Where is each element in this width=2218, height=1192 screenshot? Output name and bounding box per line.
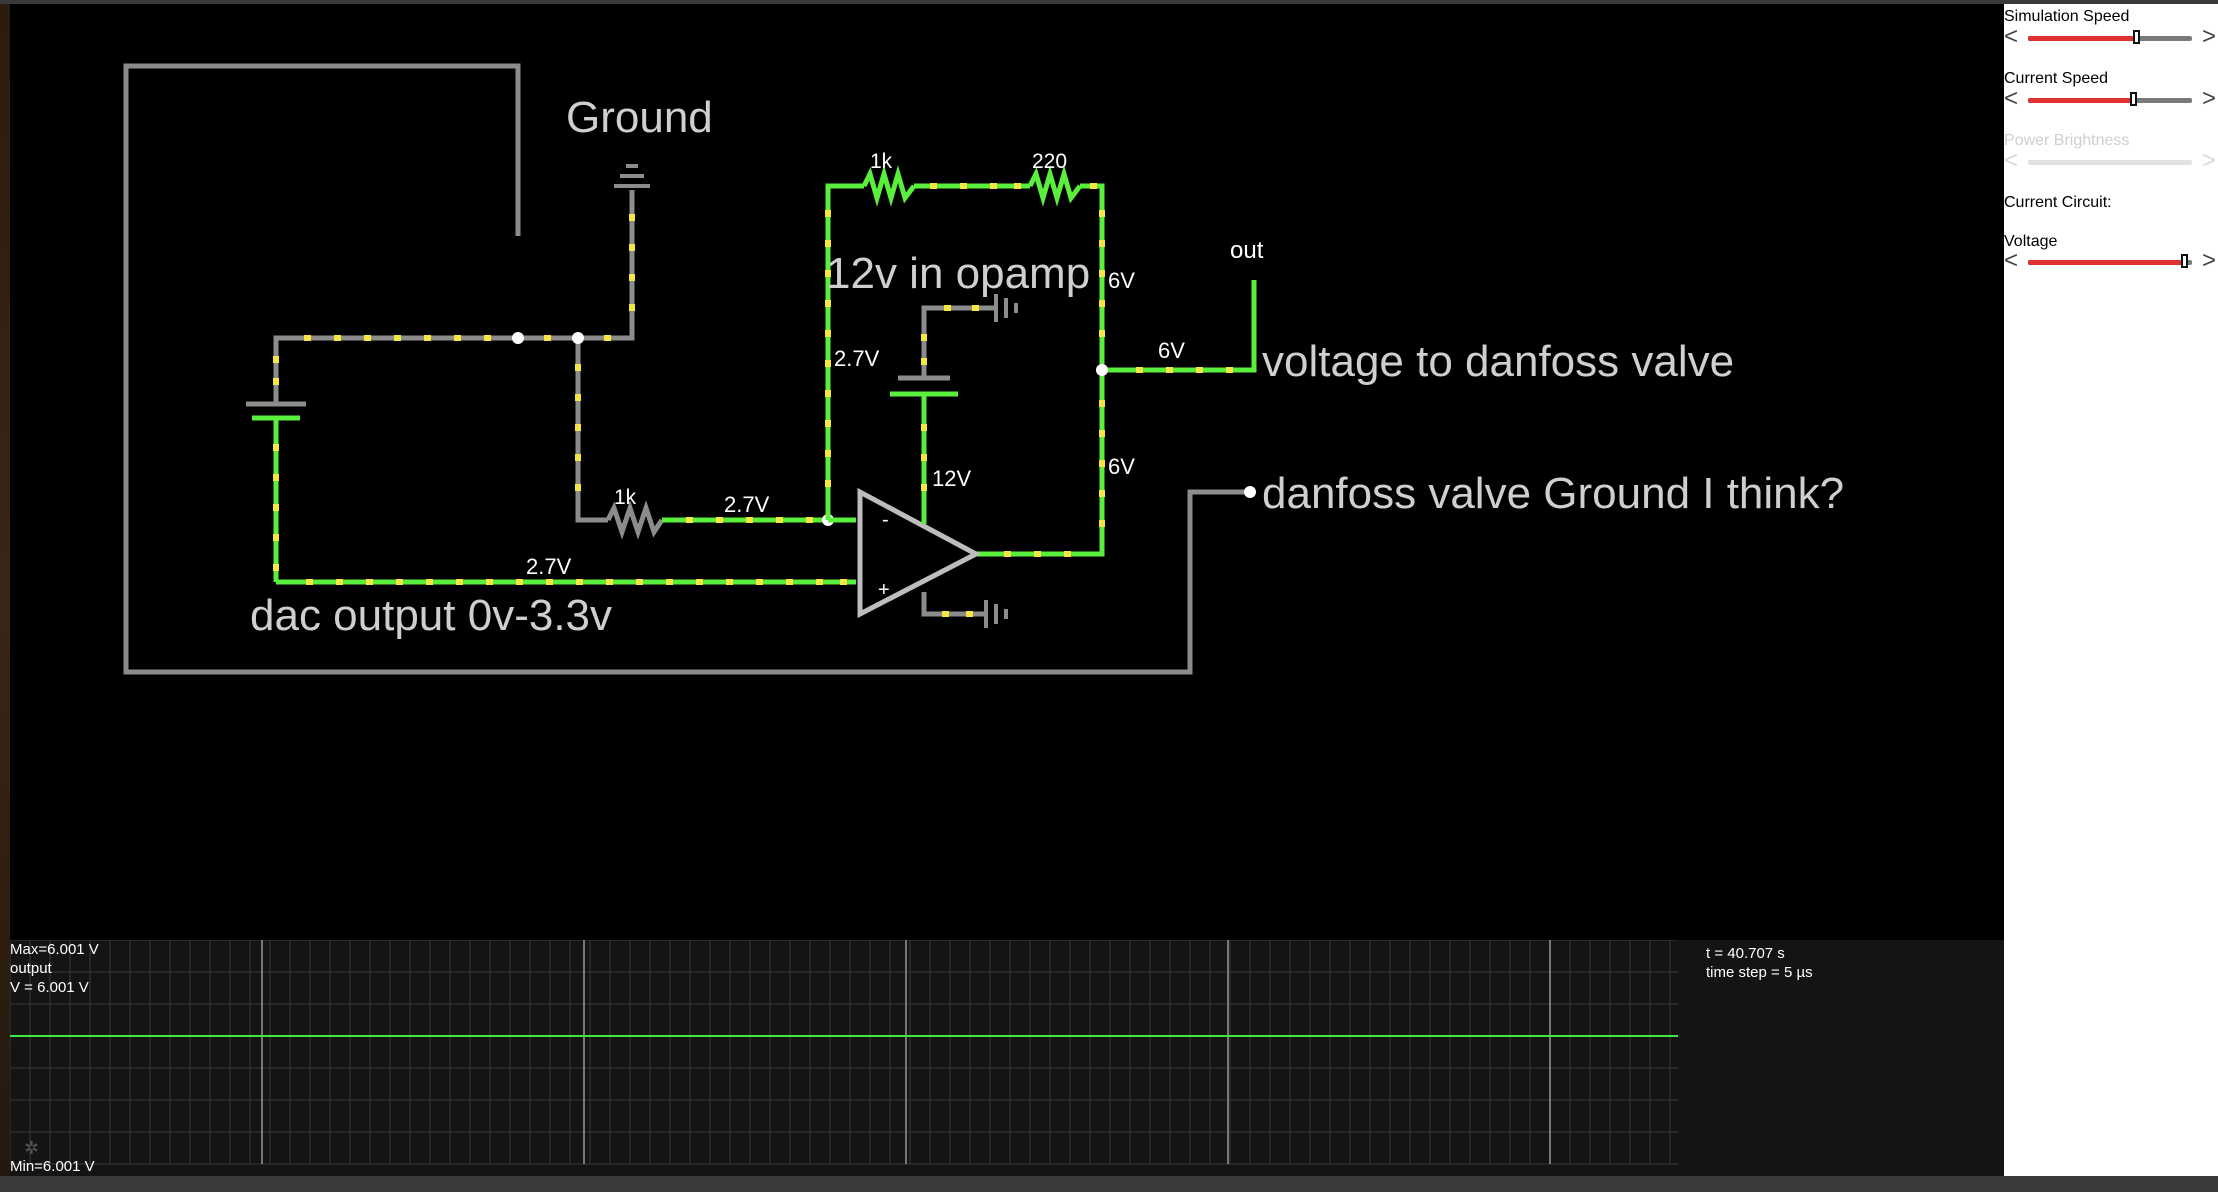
supply-12v-battery[interactable] — [890, 305, 996, 524]
scope-panel[interactable]: Max=6.001 V output V = 6.001 V Min=6.001… — [10, 940, 2004, 1176]
chevron-right-icon[interactable]: > — [2201, 85, 2216, 112]
side-panel: Simulation Speed < > Current Speed < > P… — [2004, 4, 2218, 1176]
ground-symbol-supply — [994, 294, 1018, 322]
gear-icon[interactable]: ✲ — [24, 1138, 40, 1158]
opamp-minus-label: - — [882, 509, 889, 531]
chevron-right-icon[interactable]: > — [2201, 23, 2216, 50]
chevron-left-icon[interactable]: < — [2004, 23, 2019, 50]
scope-grid — [10, 940, 1678, 1165]
top-edge — [0, 0, 2218, 4]
voltage-readout: 12V — [932, 466, 971, 491]
junction-node — [1096, 364, 1108, 376]
bottom-edge — [0, 1176, 2218, 1192]
chevron-left-icon[interactable]: < — [2004, 85, 2019, 112]
chevron-right-icon: > — [2201, 147, 2216, 174]
ground-label: Ground — [566, 93, 713, 142]
voltage-slider[interactable]: < > — [2004, 247, 2218, 274]
scope-min: Min=6.001 V — [10, 1158, 95, 1175]
valve-ground-label: danfoss valve Ground I think? — [1262, 469, 1844, 518]
out-label: out — [1230, 237, 1264, 264]
scope-time-step: time step = 5 µs — [1706, 964, 1813, 981]
dac-source-battery[interactable] — [246, 401, 306, 582]
current-circuit-label: Current Circuit: — [2004, 194, 2112, 211]
slider-thumb[interactable] — [2180, 254, 2188, 268]
circuit-diagram[interactable]: - + — [10, 4, 2004, 940]
window-edge — [0, 0, 10, 1192]
resistor-feedback-220[interactable] — [1027, 165, 1082, 207]
voltage-readout: 2.7V — [724, 492, 770, 517]
voltage-readout: 6V — [1108, 268, 1135, 293]
junction-node — [572, 332, 584, 344]
current-dots — [273, 183, 1233, 617]
resistor-value-label: 1k — [870, 150, 893, 173]
voltage-readout: 6V — [1108, 454, 1135, 479]
slider-thumb[interactable] — [2133, 30, 2141, 44]
top-rail-wire[interactable] — [273, 190, 635, 523]
opamp[interactable] — [857, 487, 982, 619]
junction-node — [512, 332, 524, 344]
scope-name: output — [10, 960, 52, 977]
ground-symbol-top — [614, 164, 650, 188]
scope-max: Max=6.001 V — [10, 941, 99, 958]
voltage-readout: 2.7V — [834, 346, 880, 371]
ground-symbol-opamp — [921, 592, 1008, 628]
chevron-left-icon[interactable]: < — [2004, 247, 2019, 274]
resistor-value-label: 1k — [614, 486, 637, 509]
power-brightness-label: Power Brightness — [2004, 132, 2130, 149]
simulation-speed-slider[interactable]: < > — [2004, 23, 2218, 50]
slider-thumb[interactable] — [2129, 92, 2137, 106]
opamp-note-label: 12v in opamp — [826, 249, 1090, 298]
dac-output-label: dac output 0v-3.3v — [250, 591, 612, 640]
resistor-feedback-1k[interactable] — [861, 165, 916, 207]
voltage-readout: 2.7V — [526, 554, 572, 579]
scope-time: t = 40.707 s — [1706, 945, 1785, 962]
power-brightness-slider: < > — [2004, 147, 2218, 174]
voltage-readout: 6V — [1158, 338, 1185, 363]
chevron-left-icon: < — [2004, 147, 2019, 174]
current-speed-label: Current Speed — [2004, 70, 2109, 87]
outer-ground-loop[interactable] — [123, 63, 1248, 675]
chevron-right-icon[interactable]: > — [2201, 247, 2216, 274]
scope-value: V = 6.001 V — [10, 979, 89, 996]
simulation-speed-label: Simulation Speed — [2004, 8, 2130, 25]
current-speed-slider[interactable]: < > — [2004, 85, 2218, 112]
valve-voltage-label: voltage to danfoss valve — [1262, 337, 1734, 386]
terminal-valve-ground[interactable] — [1244, 486, 1256, 498]
resistor-value-label: 220 — [1032, 150, 1067, 173]
opamp-plus-label: + — [878, 579, 890, 601]
voltage-label: Voltage — [2004, 233, 2058, 250]
